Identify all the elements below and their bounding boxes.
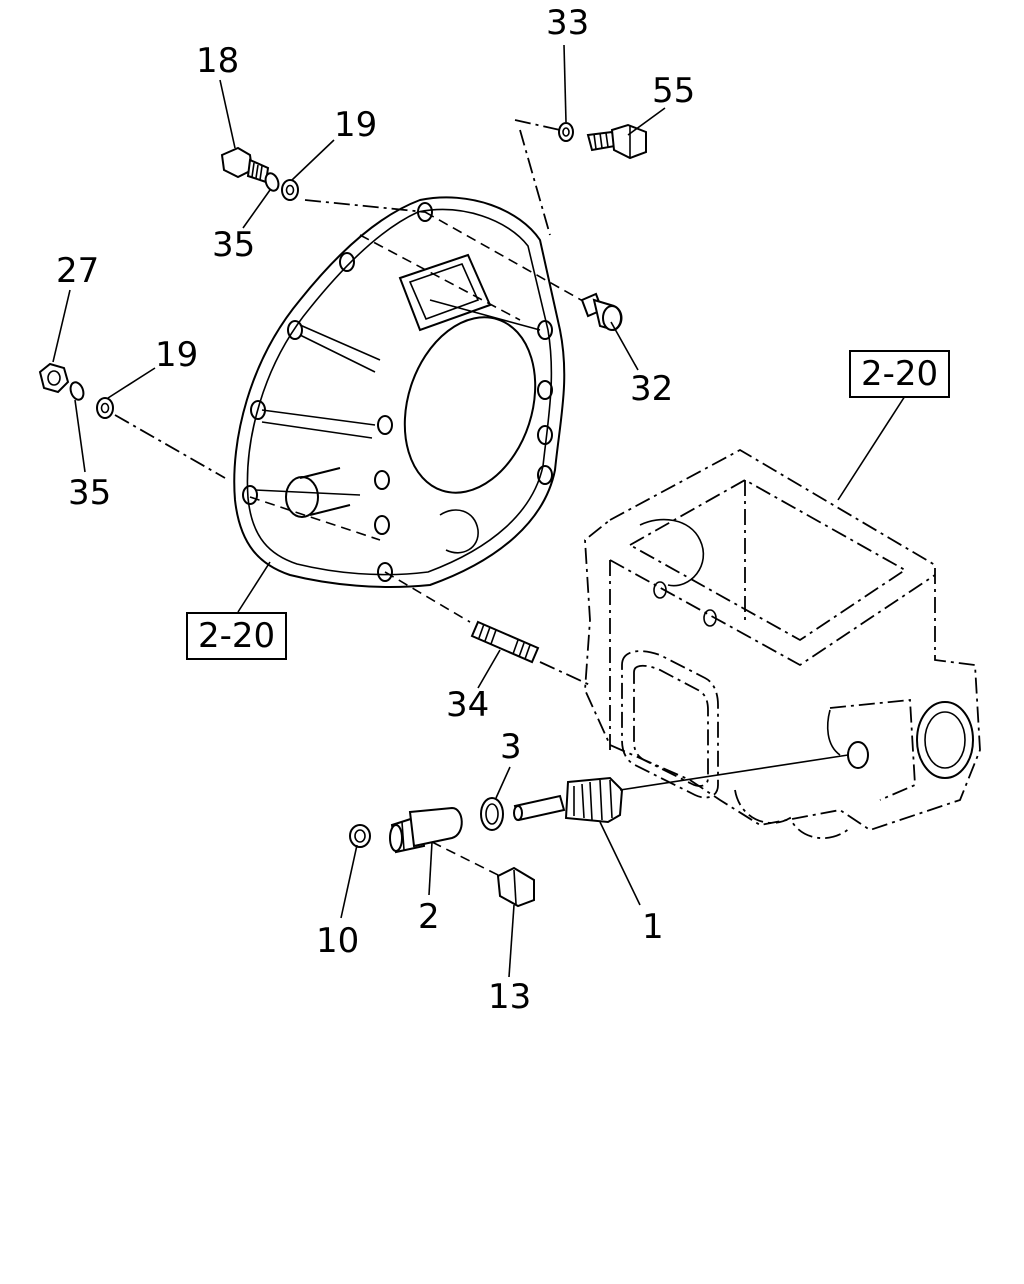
callout-27: 27 bbox=[56, 251, 100, 291]
o-ring-3 bbox=[480, 797, 504, 831]
callout-34: 34 bbox=[446, 685, 490, 725]
washer-33 bbox=[558, 122, 574, 142]
callout-32: 32 bbox=[630, 369, 674, 409]
callout-55: 55 bbox=[652, 71, 696, 111]
nut-27 bbox=[38, 362, 70, 394]
callout-1: 1 bbox=[642, 907, 664, 947]
callout-3: 3 bbox=[500, 727, 522, 767]
lock-washer-35-upper bbox=[264, 172, 280, 192]
stud-34 bbox=[470, 620, 540, 664]
plug-32 bbox=[580, 292, 623, 332]
callout-35-lower: 35 bbox=[68, 473, 112, 513]
bolt-13 bbox=[496, 866, 535, 908]
callout-19-upper: 19 bbox=[334, 105, 378, 145]
bolt-55 bbox=[586, 123, 647, 160]
washer-19-lower bbox=[96, 397, 114, 419]
transmission-case bbox=[584, 448, 981, 839]
sleeve-2 bbox=[389, 806, 463, 854]
bolt-18 bbox=[220, 146, 270, 184]
washer-19-upper bbox=[281, 179, 299, 201]
callout-10: 10 bbox=[316, 921, 360, 961]
callout-19-lower: 19 bbox=[155, 335, 199, 375]
plug-10 bbox=[349, 824, 371, 848]
callout-35-upper: 35 bbox=[212, 225, 256, 265]
reference-box-transmission-case[interactable]: 2-20 bbox=[849, 350, 951, 398]
driven-gear-1 bbox=[513, 776, 624, 824]
callout-13: 13 bbox=[488, 977, 532, 1017]
lock-washer-35-lower bbox=[69, 381, 85, 401]
callout-2: 2 bbox=[418, 897, 440, 937]
callout-33: 33 bbox=[546, 3, 590, 43]
reference-box-bell-housing[interactable]: 2-20 bbox=[186, 612, 288, 660]
callout-18: 18 bbox=[196, 41, 240, 81]
bell-housing bbox=[233, 196, 566, 588]
